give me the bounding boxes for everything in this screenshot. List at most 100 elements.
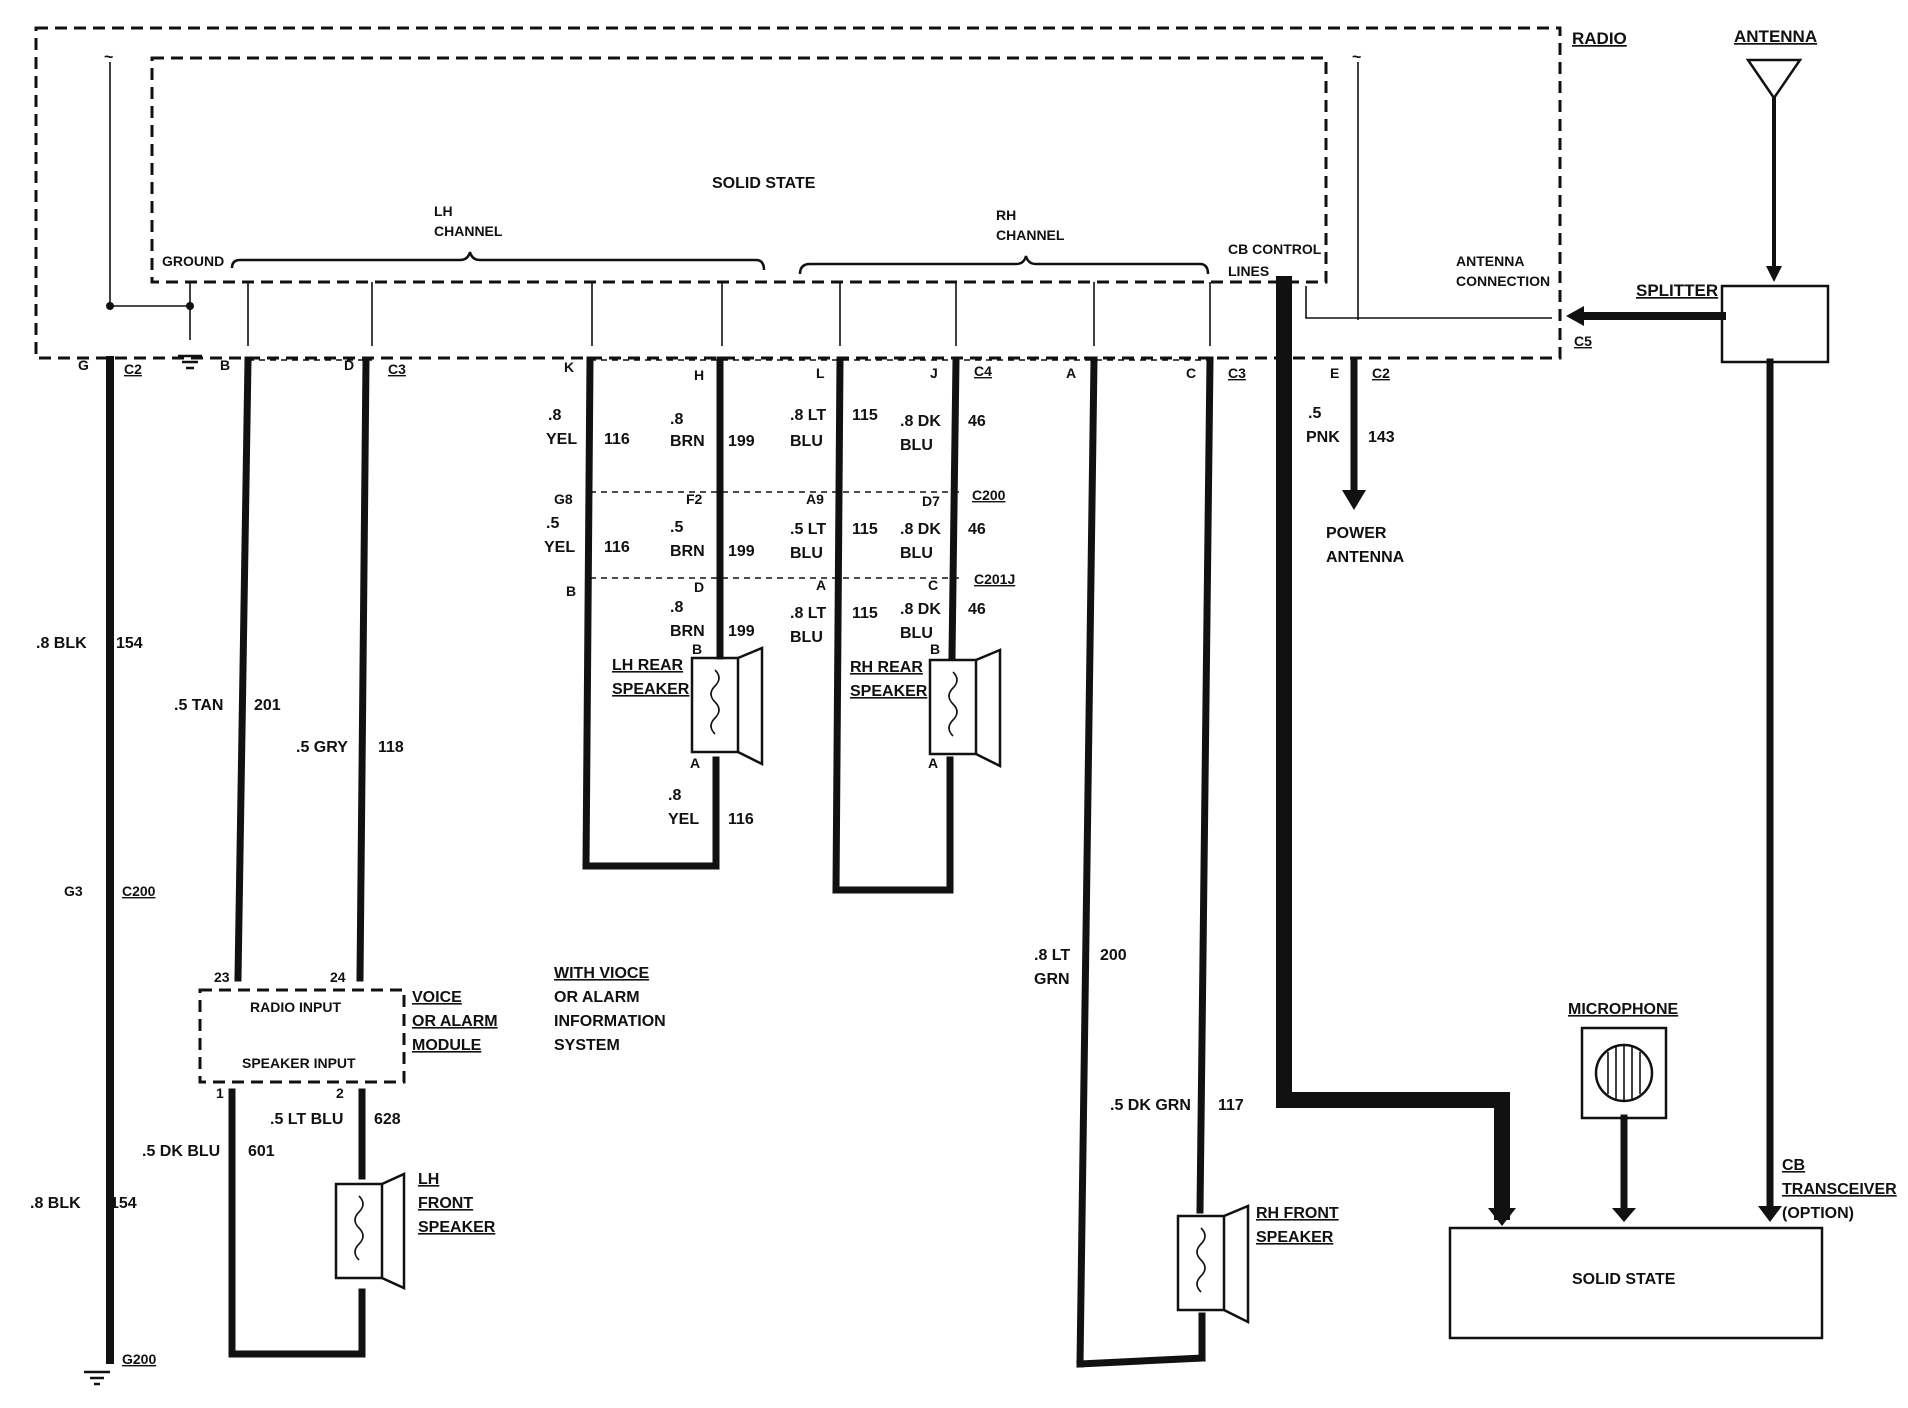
diagram-label: OR ALARM: [554, 989, 640, 1006]
diagram-label: .8 BLK: [36, 635, 87, 652]
diagram-label: F2: [686, 491, 703, 507]
diagram-label: 628: [374, 1111, 401, 1128]
diagram-label: 199: [728, 543, 755, 560]
diagram-label: D7: [922, 493, 940, 509]
diagram-label: MODULE: [412, 1037, 482, 1054]
diagram-label: J: [930, 365, 938, 381]
lh-front-speaker-icon: [334, 1172, 406, 1290]
diagram-label: .5: [1308, 405, 1321, 422]
diagram-label: SPEAKER: [612, 681, 690, 698]
radio-outer-box: [34, 26, 1562, 360]
diagram-label: 23: [214, 969, 230, 985]
diagram-label: LH: [418, 1171, 439, 1188]
diagram-label: 199: [728, 433, 755, 450]
diagram-label: RH FRONT: [1256, 1205, 1339, 1222]
diagram-label: 115: [852, 407, 878, 424]
voice-module-box: [198, 988, 406, 1084]
diagram-label: .8 DK: [900, 413, 941, 430]
radio-solid-state-box: [150, 56, 1328, 284]
diagram-label: SOLID STATE: [1572, 1271, 1676, 1288]
diagram-label: B: [930, 641, 940, 657]
diagram-label: .5: [546, 515, 559, 532]
diagram-label: YEL: [546, 431, 577, 448]
diagram-label: 201: [254, 697, 281, 714]
radio-title: RADIO: [1572, 29, 1627, 48]
diagram-label: INFORMATION: [554, 1013, 666, 1030]
diagram-label: G8: [554, 491, 573, 507]
ground-label: GROUND: [162, 253, 224, 269]
diagram-label: A: [928, 755, 938, 771]
diagram-label: BLU: [900, 625, 933, 642]
diagram-label: .5: [670, 519, 683, 536]
rh-rear-speaker-icon: [928, 648, 1002, 769]
diagram-label: C3: [388, 361, 406, 377]
diagram-label: .8 LT: [790, 407, 826, 424]
diagram-label: 1: [216, 1085, 224, 1101]
diagram-label: 116: [604, 539, 630, 556]
diagram-label: G: [78, 357, 89, 373]
diagram-label: 116: [604, 431, 630, 448]
microphone-icon: [1594, 1043, 1654, 1103]
diagram-label: .8: [670, 411, 683, 428]
tilde-left: ~: [104, 49, 113, 66]
diagram-label: C201J: [974, 571, 1015, 587]
diagram-label: 118: [378, 739, 404, 756]
diagram-label: 116: [728, 811, 754, 828]
diagram-label: LH REAR: [612, 657, 684, 674]
diagram-label: B: [566, 583, 576, 599]
diagram-label: OR ALARM: [412, 1013, 498, 1030]
diagram-label: YEL: [544, 539, 575, 556]
diagram-label: K: [564, 359, 574, 375]
diagram-label: 200: [1100, 947, 1127, 964]
diagram-label: BLU: [790, 629, 823, 646]
diagram-label: RH REAR: [850, 659, 923, 676]
diagram-label: POWER: [1326, 525, 1387, 542]
diagram-label: C: [1186, 365, 1196, 381]
diagram-label: SPEAKER: [1256, 1229, 1334, 1246]
diagram-label: .5 DK BLU: [142, 1143, 220, 1160]
diagram-label: .8 DK: [900, 601, 941, 618]
antenna-connection-label-1: ANTENNA: [1456, 253, 1524, 269]
cb-transceiver-box: [1448, 1226, 1824, 1340]
antenna-connection-label-2: CONNECTION: [1456, 273, 1550, 289]
diagram-label: .8 DK: [900, 521, 941, 538]
diagram-label: E: [1330, 365, 1339, 381]
splitter-box: [1720, 284, 1830, 364]
diagram-label: G200: [122, 1351, 156, 1367]
diagram-label: .5 LT: [790, 521, 826, 538]
diagram-label: H: [694, 367, 704, 383]
rh-channel-label-1: RH: [996, 207, 1016, 223]
diagram-label: G3: [64, 883, 83, 899]
diagram-label: BRN: [670, 623, 705, 640]
diagram-label: .8 BLK: [30, 1195, 81, 1212]
c5-label: C5: [1574, 333, 1592, 349]
diagram-label: .8: [668, 787, 681, 804]
diagram-label: 46: [968, 413, 986, 430]
diagram-label: BLU: [900, 545, 933, 562]
diagram-label: PNK: [1306, 429, 1340, 446]
chassis-ground-icon: [178, 354, 202, 370]
diagram-label: .8 LT: [1034, 947, 1070, 964]
diagram-label: YEL: [668, 811, 699, 828]
diagram-label: RADIO INPUT: [250, 999, 341, 1015]
diagram-label: SYSTEM: [554, 1037, 620, 1054]
diagram-label: 199: [728, 623, 755, 640]
internal-arrows: [247, 282, 1211, 346]
diagram-label: 46: [968, 601, 986, 618]
diagram-label: WITH VIOCE: [554, 965, 649, 982]
lh-channel-label-2: CHANNEL: [434, 223, 503, 239]
diagram-label: 2: [336, 1085, 344, 1101]
diagram-label: ANTENNA: [1326, 549, 1405, 566]
diagram-label: 46: [968, 521, 986, 538]
diagram-label: C4: [974, 363, 992, 379]
diagram-label: .5 GRY: [296, 739, 348, 756]
diagram-label: SPEAKER: [418, 1219, 496, 1236]
rh-front-speaker-icon: [1176, 1204, 1250, 1325]
diagram-label: MICROPHONE: [1568, 1001, 1679, 1018]
diagram-label: 154: [116, 635, 143, 652]
diagram-label: 115: [852, 605, 878, 622]
diagram-label: D: [344, 357, 354, 373]
diagram-label: C200: [972, 487, 1006, 503]
diagram-label: 143: [1368, 429, 1395, 446]
diagram-label: VOICE: [412, 989, 462, 1006]
